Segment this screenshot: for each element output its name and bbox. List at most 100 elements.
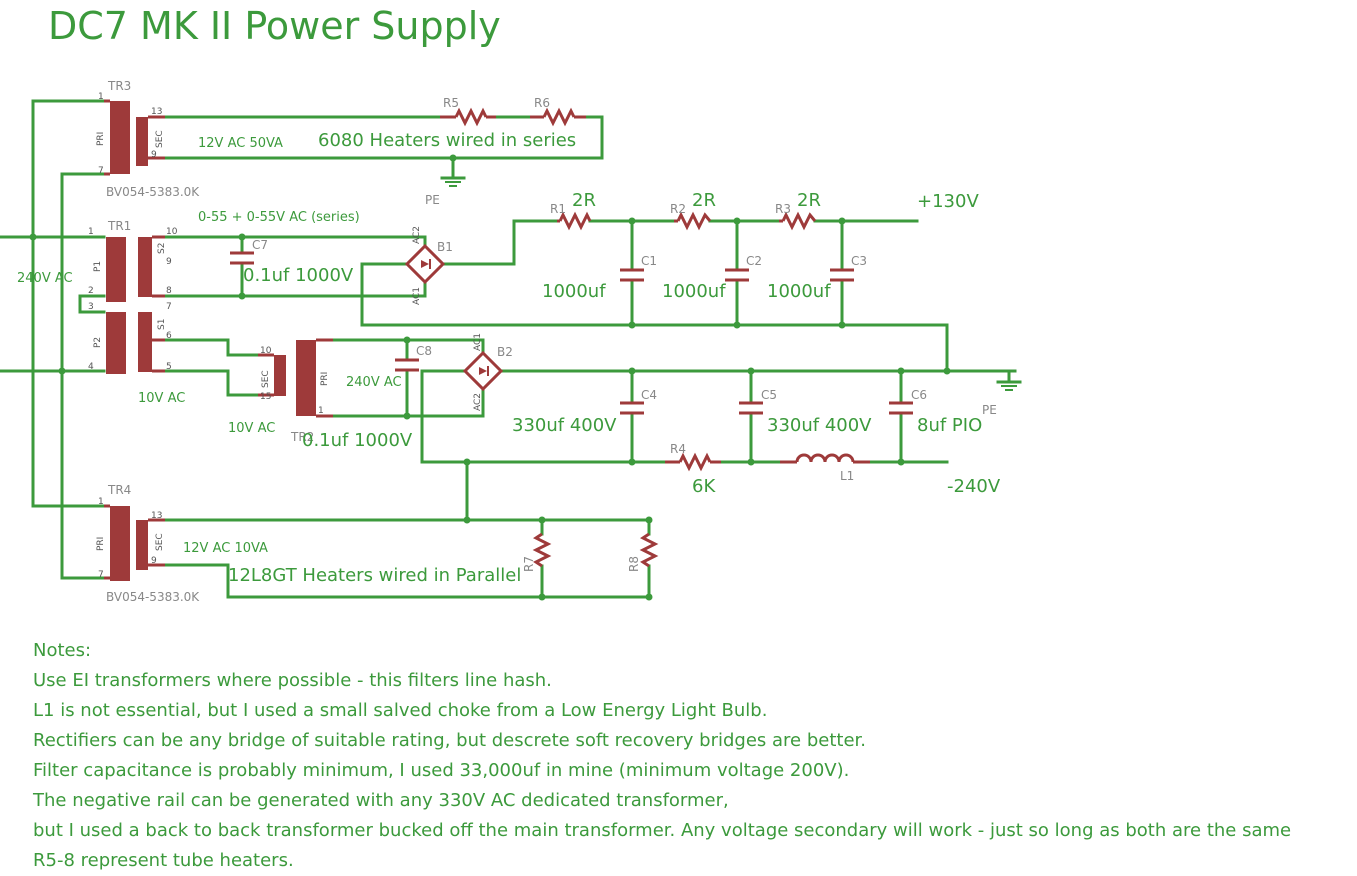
pin-label: 10 [166,227,178,237]
pin-label: 1 [88,227,94,237]
junction [733,217,741,225]
b2-ac2-tag: AC2 [473,393,483,411]
tr3-part-label: BV054-5383.0K [106,185,200,199]
resistor-r4 [665,452,721,472]
tr1-s1-top [163,338,260,357]
b2-ac1-tag: AC1 [473,333,483,351]
r4-label: R4 [670,442,686,456]
tr4-secondary-winding [136,520,148,570]
capacitor-c7 [230,251,254,265]
schematic-diagram: 240V AC TR3 BV054-5383.0K 12V AC 50VA 60… [0,79,1022,604]
pin-label: 9 [151,556,157,566]
resistor-zigzag [639,532,659,568]
b1-minus-out [360,262,949,327]
pin-label: 10 [260,346,272,356]
r5-label: R5 [443,96,459,110]
tr3-rating-label: 12V AC 50VA [198,136,283,151]
c5-label: C5 [761,388,777,402]
junction [628,217,636,225]
junction [838,321,846,329]
mains-wire-a [31,99,106,508]
b1-plus-out [441,219,559,266]
notes-heading: Notes: [33,640,92,661]
heaters-series-label: 6080 Heaters wired in series [318,130,576,151]
b1-label: B1 [437,240,453,254]
resistor-r1 [557,211,592,231]
tr2-label: TR2 [290,430,314,444]
b2-label: B2 [497,345,513,359]
pin-label: 9 [166,257,172,267]
c2-value: 1000uf [662,281,726,302]
c7-label: C7 [252,238,268,252]
tr2-240v-label: 240V AC [346,375,402,390]
bridge-rectifier-b1 [404,243,446,285]
resistor-r8 [639,532,659,568]
tr2-pri-tag: PRI [320,372,330,386]
transformer-tr1 [106,235,165,374]
pin-label: 1 [318,406,324,416]
tr2-secondary-winding [274,355,286,396]
tr1-s2-tag: S2 [157,243,167,254]
c3-label: C3 [851,254,867,268]
tr2-10v-label: 10V AC [228,421,275,436]
junction [58,367,66,375]
note-line: L1 is not essential, but I used a small … [33,700,768,721]
c6-value: 8uf PIO [917,415,982,436]
resistor-zigzag [558,211,592,231]
notes-block: Notes: Use EI transformers where possibl… [33,636,1357,876]
bridge-body [462,350,504,392]
c3-value: 1000uf [767,281,831,302]
pin-label: 8 [166,286,172,296]
tr2-sec-tag: SEC [261,370,271,388]
bridge-body [404,243,446,285]
junction [463,458,471,466]
tr1-label: TR1 [107,219,131,233]
note-line: Use EI transformers where possible - thi… [33,670,552,691]
note-line: Rectifiers can be any bridge of suitable… [33,730,866,751]
resistor-r3 [779,211,817,231]
junction [838,217,846,225]
r3-label: R3 [775,202,791,216]
pin-label: 7 [98,166,104,176]
b1-ac2-tag: AC2 [412,226,422,244]
pin-label: 13 [151,107,162,117]
capacitor-c3 [830,268,854,282]
tr3-secondary-winding [136,117,148,166]
pin-label: 1 [98,92,104,102]
junction [897,367,905,375]
resistor-zigzag [542,107,576,127]
pin-label: 7 [166,302,172,312]
tr1-s1-winding [138,312,152,372]
r4-value: 6K [692,476,716,497]
resistor-r5 [440,107,496,127]
vminus-label: -240V [947,476,1001,497]
tr3-label: TR3 [107,79,131,93]
tr1-p1-winding [106,237,126,302]
c8-value: 0.1uf 1000V [302,430,413,451]
r2-label: R2 [670,202,686,216]
page-title: DC7 MK II Power Supply [48,4,501,48]
resistor-zigzag [532,532,552,568]
c1-label: C1 [641,254,657,268]
tr1-s1-bottom [163,369,260,397]
transformer-tr4 [104,504,165,581]
l1-label: L1 [840,469,854,483]
tr1-secondary-label: 0-55 + 0-55V AC (series) [198,210,360,225]
resistor-r2 [674,211,712,231]
b2-minus-rail [420,369,667,464]
junction [628,458,636,466]
tr3-sec-return [163,115,604,160]
tr1-s1-tag: S1 [157,319,167,330]
capacitor-c2 [725,268,749,282]
resistor-zigzag [781,211,817,231]
junction [628,321,636,329]
heaters-parallel-label: 12L8GT Heaters wired in Parallel [228,565,521,586]
resistor-r6 [530,107,586,127]
junction [238,292,246,300]
capacitor-c1 [620,268,644,282]
tr3-sec-tag: SEC [155,130,165,148]
pe-top-label: PE [425,193,440,207]
resistor-r7 [532,532,552,568]
c2-label: C2 [746,254,762,268]
c8-label: C8 [416,344,432,358]
